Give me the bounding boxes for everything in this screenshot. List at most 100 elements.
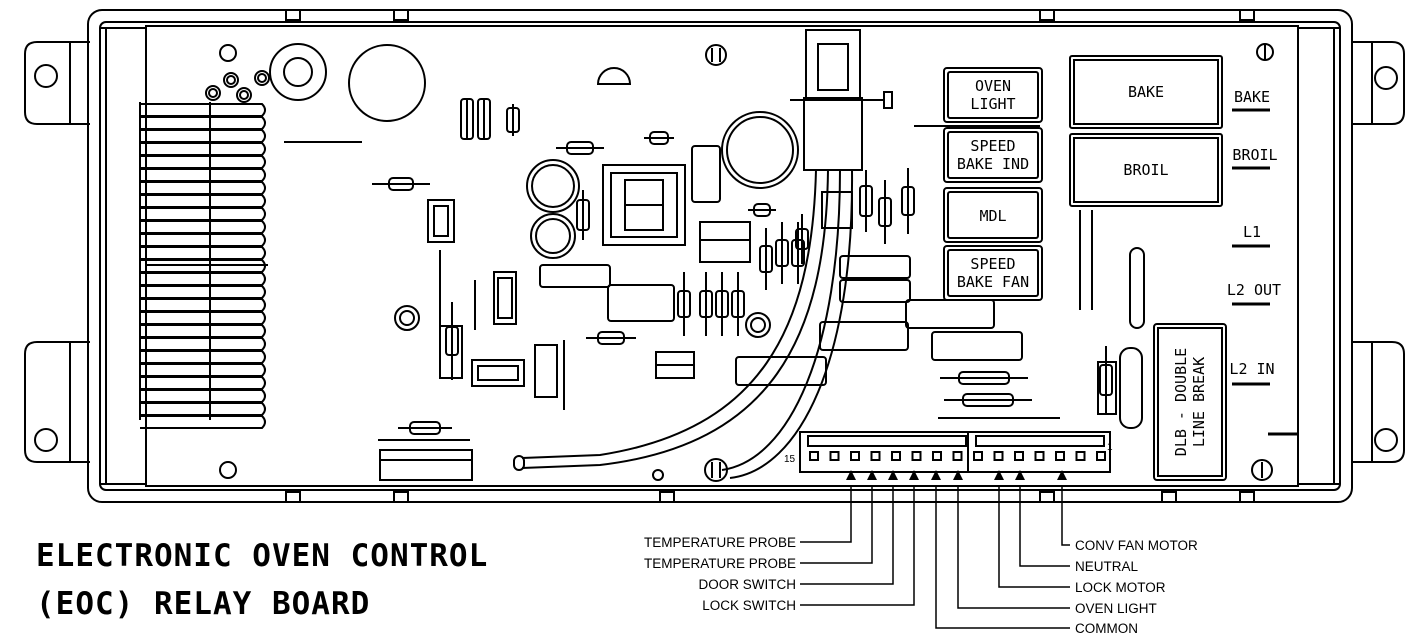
mounting-tab-bottom-right bbox=[1352, 341, 1405, 463]
connector-pin bbox=[829, 451, 840, 461]
diagram-title-line-2: (EOC) RELAY BOARD bbox=[36, 586, 371, 622]
relay-speed-bake-fan bbox=[943, 245, 1043, 301]
relay-dlb bbox=[1153, 323, 1227, 481]
buzzer bbox=[269, 43, 327, 101]
connector-pin bbox=[891, 451, 901, 461]
callout-door-switch: DOOR SWITCH bbox=[699, 577, 797, 592]
mounting-hole bbox=[219, 461, 237, 479]
fin bbox=[140, 155, 266, 169]
mounting-hole bbox=[219, 44, 237, 62]
fin bbox=[140, 311, 266, 325]
callout-arrow bbox=[846, 470, 856, 480]
pcb-area bbox=[145, 25, 1299, 487]
terminal-l2-in-label: L2 IN bbox=[1229, 360, 1274, 378]
connector-pin bbox=[1014, 451, 1024, 461]
fin bbox=[140, 181, 266, 195]
wire-harness bbox=[513, 29, 893, 479]
fin bbox=[140, 337, 266, 351]
relay-dlb-label-1: DLB - DOUBLE bbox=[1172, 348, 1190, 456]
callout-arrow bbox=[1015, 470, 1025, 480]
connector-pin bbox=[1055, 451, 1065, 461]
relay-speed-bake-fan-label-1: SPEED bbox=[970, 255, 1015, 273]
relay-oven-light-label-2: LIGHT bbox=[970, 95, 1015, 113]
relay-broil-label: BROIL bbox=[1123, 161, 1168, 179]
board-inner-edge bbox=[99, 21, 1341, 491]
resistor bbox=[759, 245, 773, 273]
connector-pin bbox=[973, 451, 983, 461]
fin bbox=[140, 103, 266, 117]
callout-neutral: NEUTRAL bbox=[1075, 559, 1139, 574]
relay-bake-label: BAKE bbox=[1128, 83, 1164, 101]
terminal-l1-label: L1 bbox=[1243, 223, 1261, 241]
fin bbox=[140, 285, 266, 299]
fin bbox=[140, 376, 266, 390]
fin bbox=[140, 116, 266, 130]
resistor bbox=[753, 203, 771, 217]
fin bbox=[140, 129, 266, 143]
relay-dlb-label-2: LINE BREAK bbox=[1190, 357, 1208, 447]
edge-latches bbox=[285, 9, 1255, 503]
heat-sink-fins bbox=[140, 103, 266, 429]
callout-lock-motor: LOCK MOTOR bbox=[1075, 580, 1166, 595]
callout-arrow bbox=[953, 470, 963, 480]
fin bbox=[140, 220, 266, 234]
mounting-tab-top-right bbox=[1352, 41, 1405, 125]
bottom-connector-left bbox=[379, 449, 473, 481]
resistor bbox=[731, 290, 745, 318]
connector-pin bbox=[1096, 451, 1106, 461]
connector-pin bbox=[870, 451, 881, 461]
wiring-connector bbox=[799, 431, 1111, 473]
fin bbox=[140, 246, 266, 260]
callout-temperature-probe-1: TEMPERATURE PROBE bbox=[644, 535, 796, 550]
resistor bbox=[506, 107, 520, 133]
resistor bbox=[597, 331, 625, 345]
connector-pin bbox=[1034, 451, 1045, 461]
terminal-bake-label: BAKE bbox=[1234, 88, 1270, 106]
connector-pin bbox=[952, 451, 963, 461]
resistor bbox=[791, 239, 805, 267]
resistor bbox=[576, 199, 590, 231]
callout-temperature-probe-2: TEMPERATURE PROBE bbox=[644, 556, 796, 571]
resistor bbox=[878, 197, 892, 227]
resistor bbox=[795, 228, 809, 250]
connector-pin-first-label: 15 bbox=[784, 454, 796, 465]
connector-pin bbox=[809, 451, 819, 461]
resistor bbox=[958, 371, 1010, 385]
connector-pin-last-label: 1 bbox=[1107, 442, 1113, 453]
callout-common: COMMON bbox=[1075, 621, 1138, 636]
fin bbox=[140, 142, 266, 156]
connector-pin bbox=[932, 451, 942, 461]
transformer bbox=[602, 164, 686, 246]
resistor bbox=[477, 98, 491, 140]
screw bbox=[705, 44, 727, 66]
callout-arrow bbox=[867, 470, 877, 480]
resistor bbox=[460, 98, 474, 140]
mounting-tab-top-left bbox=[24, 41, 90, 125]
capacitor bbox=[530, 213, 576, 259]
connector-pin bbox=[850, 451, 860, 461]
led bbox=[596, 67, 632, 85]
resistor bbox=[859, 185, 873, 217]
mounting-tab-bottom-left bbox=[24, 341, 90, 463]
terminal-l2-out-label: L2 OUT bbox=[1227, 281, 1281, 299]
callout-arrow bbox=[888, 470, 898, 480]
fin bbox=[140, 415, 266, 429]
resistor bbox=[388, 177, 414, 191]
callout-leaders bbox=[800, 486, 1070, 629]
terminal-blades bbox=[1232, 108, 1298, 436]
board-outline bbox=[87, 9, 1353, 503]
callout-arrow bbox=[931, 470, 941, 480]
fin bbox=[140, 389, 266, 403]
callout-arrow bbox=[909, 470, 919, 480]
resistor bbox=[649, 131, 669, 145]
fin bbox=[140, 350, 266, 364]
resistor bbox=[901, 186, 915, 216]
resistor bbox=[715, 290, 729, 318]
connector-pin bbox=[1075, 451, 1086, 461]
fin bbox=[140, 402, 266, 416]
connector-small bbox=[427, 199, 525, 387]
capacitor bbox=[526, 159, 580, 213]
callout-arrow bbox=[1057, 470, 1067, 480]
fin bbox=[140, 298, 266, 312]
